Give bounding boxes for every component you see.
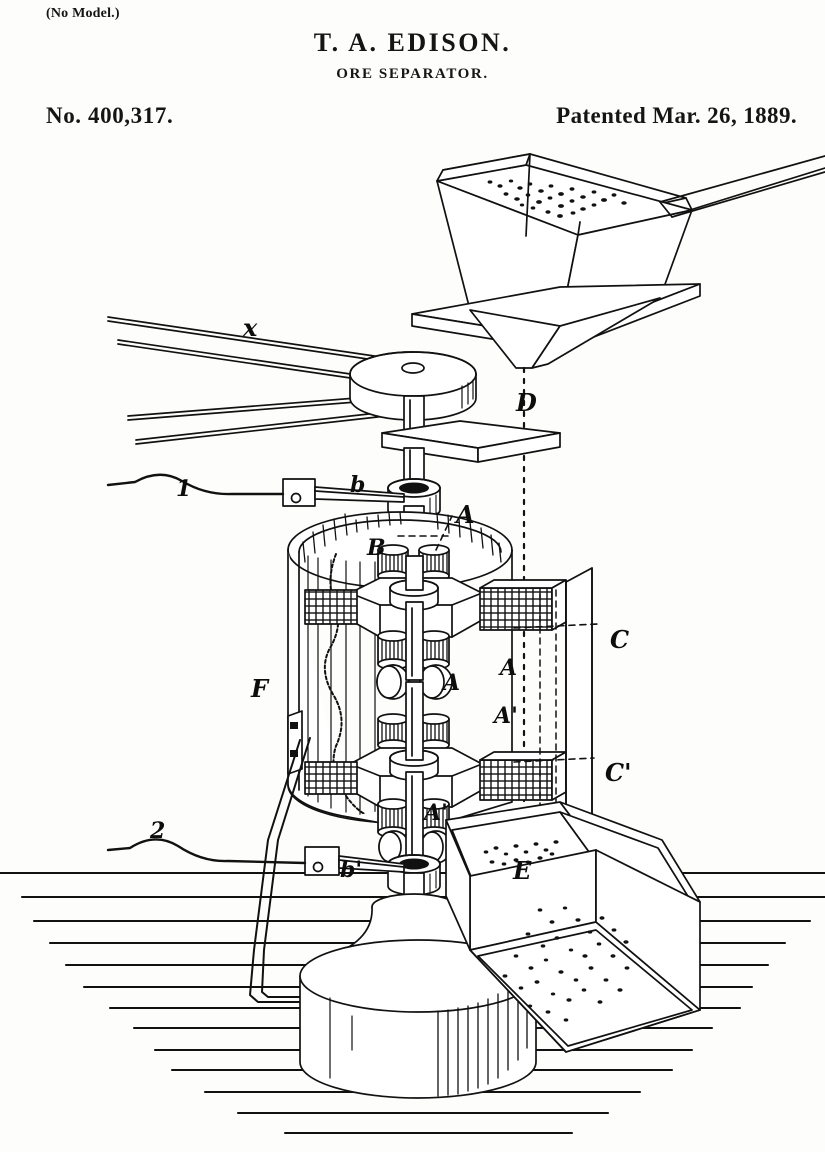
ore-separator-drawing	[0, 153, 825, 1135]
inventor-name: T. A. EDISON.	[313, 28, 512, 57]
upper-brush	[282, 478, 405, 507]
receiving-bin	[445, 801, 701, 1053]
no-model-note: (No Model.)	[46, 6, 120, 21]
ore-particles-bin-upper	[483, 840, 559, 866]
lower-brush	[304, 846, 405, 876]
leader-lines	[397, 515, 599, 763]
patent-number: No. 400,317.	[46, 103, 174, 128]
lead-wire-2	[106, 838, 307, 865]
patent-date: Patented Mar. 26, 1889.	[556, 103, 797, 128]
magnet-coils-top	[377, 544, 450, 582]
invention-title: ORE SEPARATOR.	[336, 66, 489, 82]
vertical-shaft	[381, 395, 561, 487]
magnet-shaft	[405, 555, 424, 865]
rim-hatch	[302, 511, 502, 563]
feed-hopper	[411, 153, 825, 369]
lead-wire-1	[106, 473, 285, 496]
ore-particles-bin-lower	[502, 906, 630, 1022]
pole-face-upper	[304, 579, 567, 631]
ore-particles-hopper	[487, 179, 627, 218]
support-leg	[249, 737, 311, 1003]
